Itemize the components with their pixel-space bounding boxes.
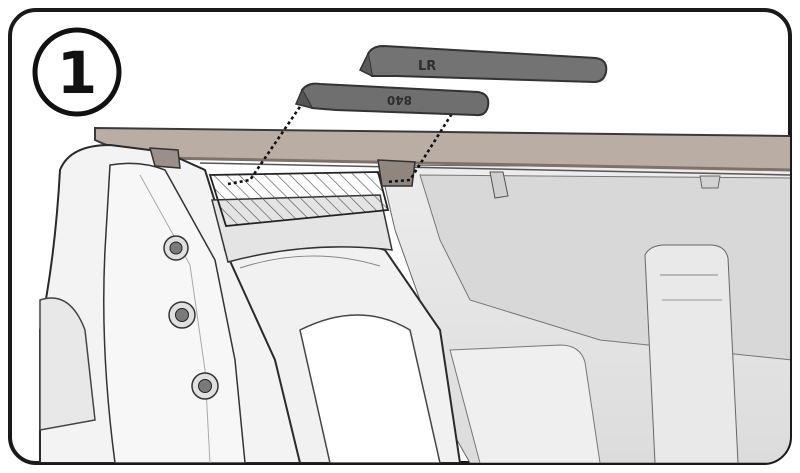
- clip-840: 840: [294, 82, 490, 117]
- screw-top: [163, 235, 189, 261]
- interior-rib: [644, 244, 739, 463]
- pocket-cavity: [299, 314, 441, 463]
- left-skirt: [39, 297, 96, 431]
- clip-mount-area: [208, 171, 390, 227]
- step-number: 1: [57, 39, 97, 107]
- screw-bottom: [191, 372, 219, 400]
- step-badge: 1: [32, 27, 122, 117]
- clip-lr: LR: [358, 44, 608, 84]
- interior-peg: [489, 171, 509, 199]
- clip-840-label: 840: [387, 93, 412, 107]
- guide-line-left: [227, 91, 312, 186]
- rail-end-cap: [148, 147, 181, 169]
- screw-middle: [168, 301, 196, 329]
- clip-lr-label: LR: [418, 59, 436, 74]
- interior-floor-step: [449, 344, 601, 463]
- rail-slot: [377, 159, 416, 187]
